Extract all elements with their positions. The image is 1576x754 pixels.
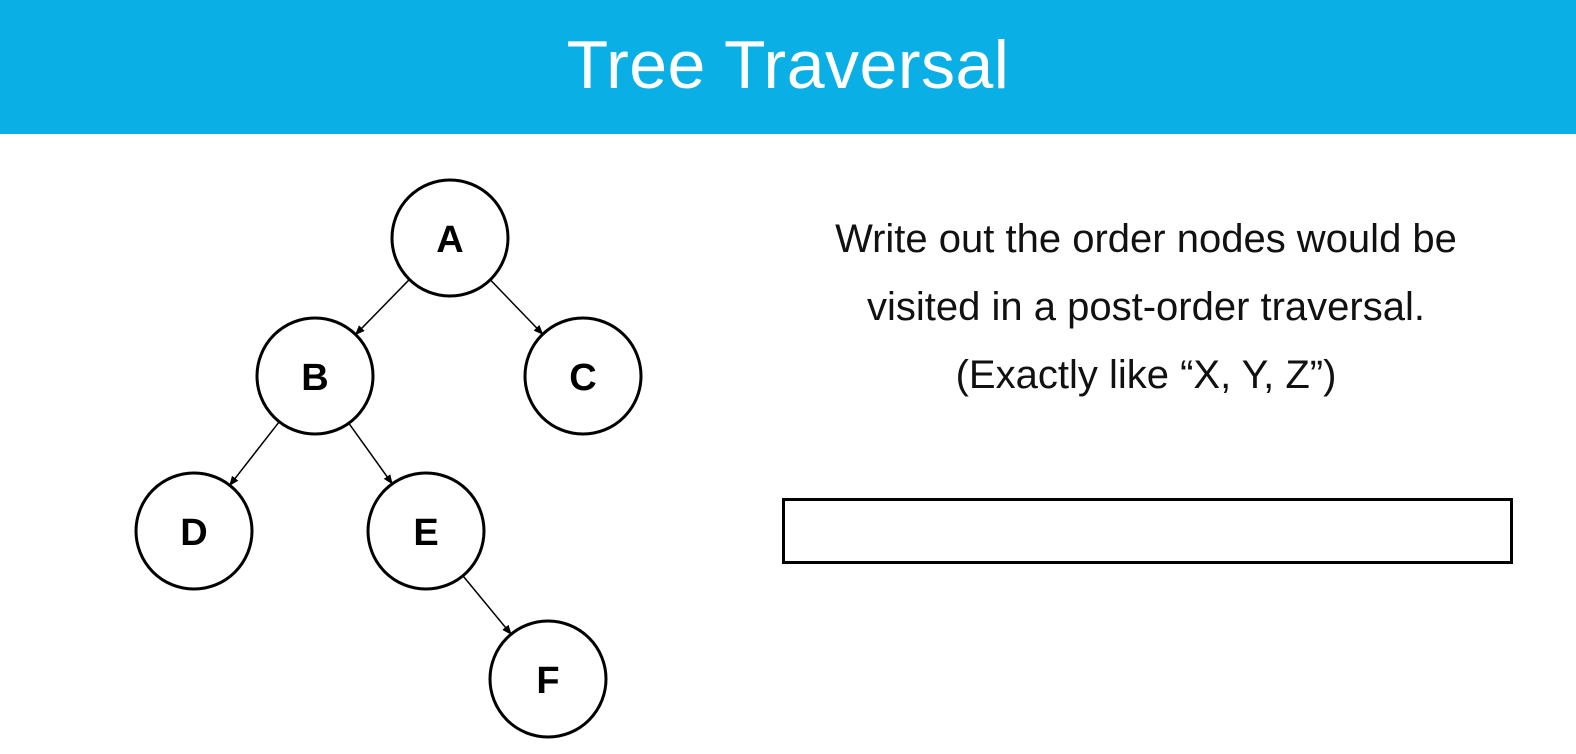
edge-b-d — [229, 421, 280, 487]
question-line-3: (Exactly like “X, Y, Z”) — [955, 353, 1337, 397]
node-circle — [255, 316, 375, 436]
node-circle — [390, 178, 510, 298]
edge-a-c — [489, 279, 544, 335]
node-circle — [523, 316, 643, 436]
node-circle — [134, 471, 254, 591]
node-label: D — [180, 512, 207, 554]
answer-input[interactable] — [782, 498, 1513, 564]
tree-node-f: F — [488, 619, 608, 739]
node-circle — [488, 619, 608, 739]
node-label: E — [413, 512, 438, 554]
edge-b-e — [348, 422, 393, 485]
tree-node-a: A — [390, 178, 510, 298]
tree-node-b: B — [255, 316, 375, 436]
edge-a-b — [354, 278, 410, 336]
tree-nodes: A B C D E F — [134, 178, 643, 739]
tree-node-c: C — [523, 316, 643, 436]
node-label: F — [536, 660, 559, 702]
tree-node-e: E — [366, 471, 486, 591]
node-label: C — [569, 357, 596, 399]
tree-edges — [229, 278, 544, 636]
question-line-1: Write out the order nodes would be — [835, 217, 1457, 261]
node-circle — [366, 471, 486, 591]
header-banner: Tree Traversal — [0, 0, 1576, 134]
page-title: Tree Traversal — [566, 27, 1010, 103]
edge-e-f — [462, 575, 512, 636]
tree-node-d: D — [134, 471, 254, 591]
node-label: A — [436, 219, 463, 261]
question-line-2: visited in a post-order traversal. — [866, 285, 1425, 329]
node-label: B — [301, 357, 328, 399]
question-text: Write out the order nodes would be visit… — [770, 205, 1522, 409]
